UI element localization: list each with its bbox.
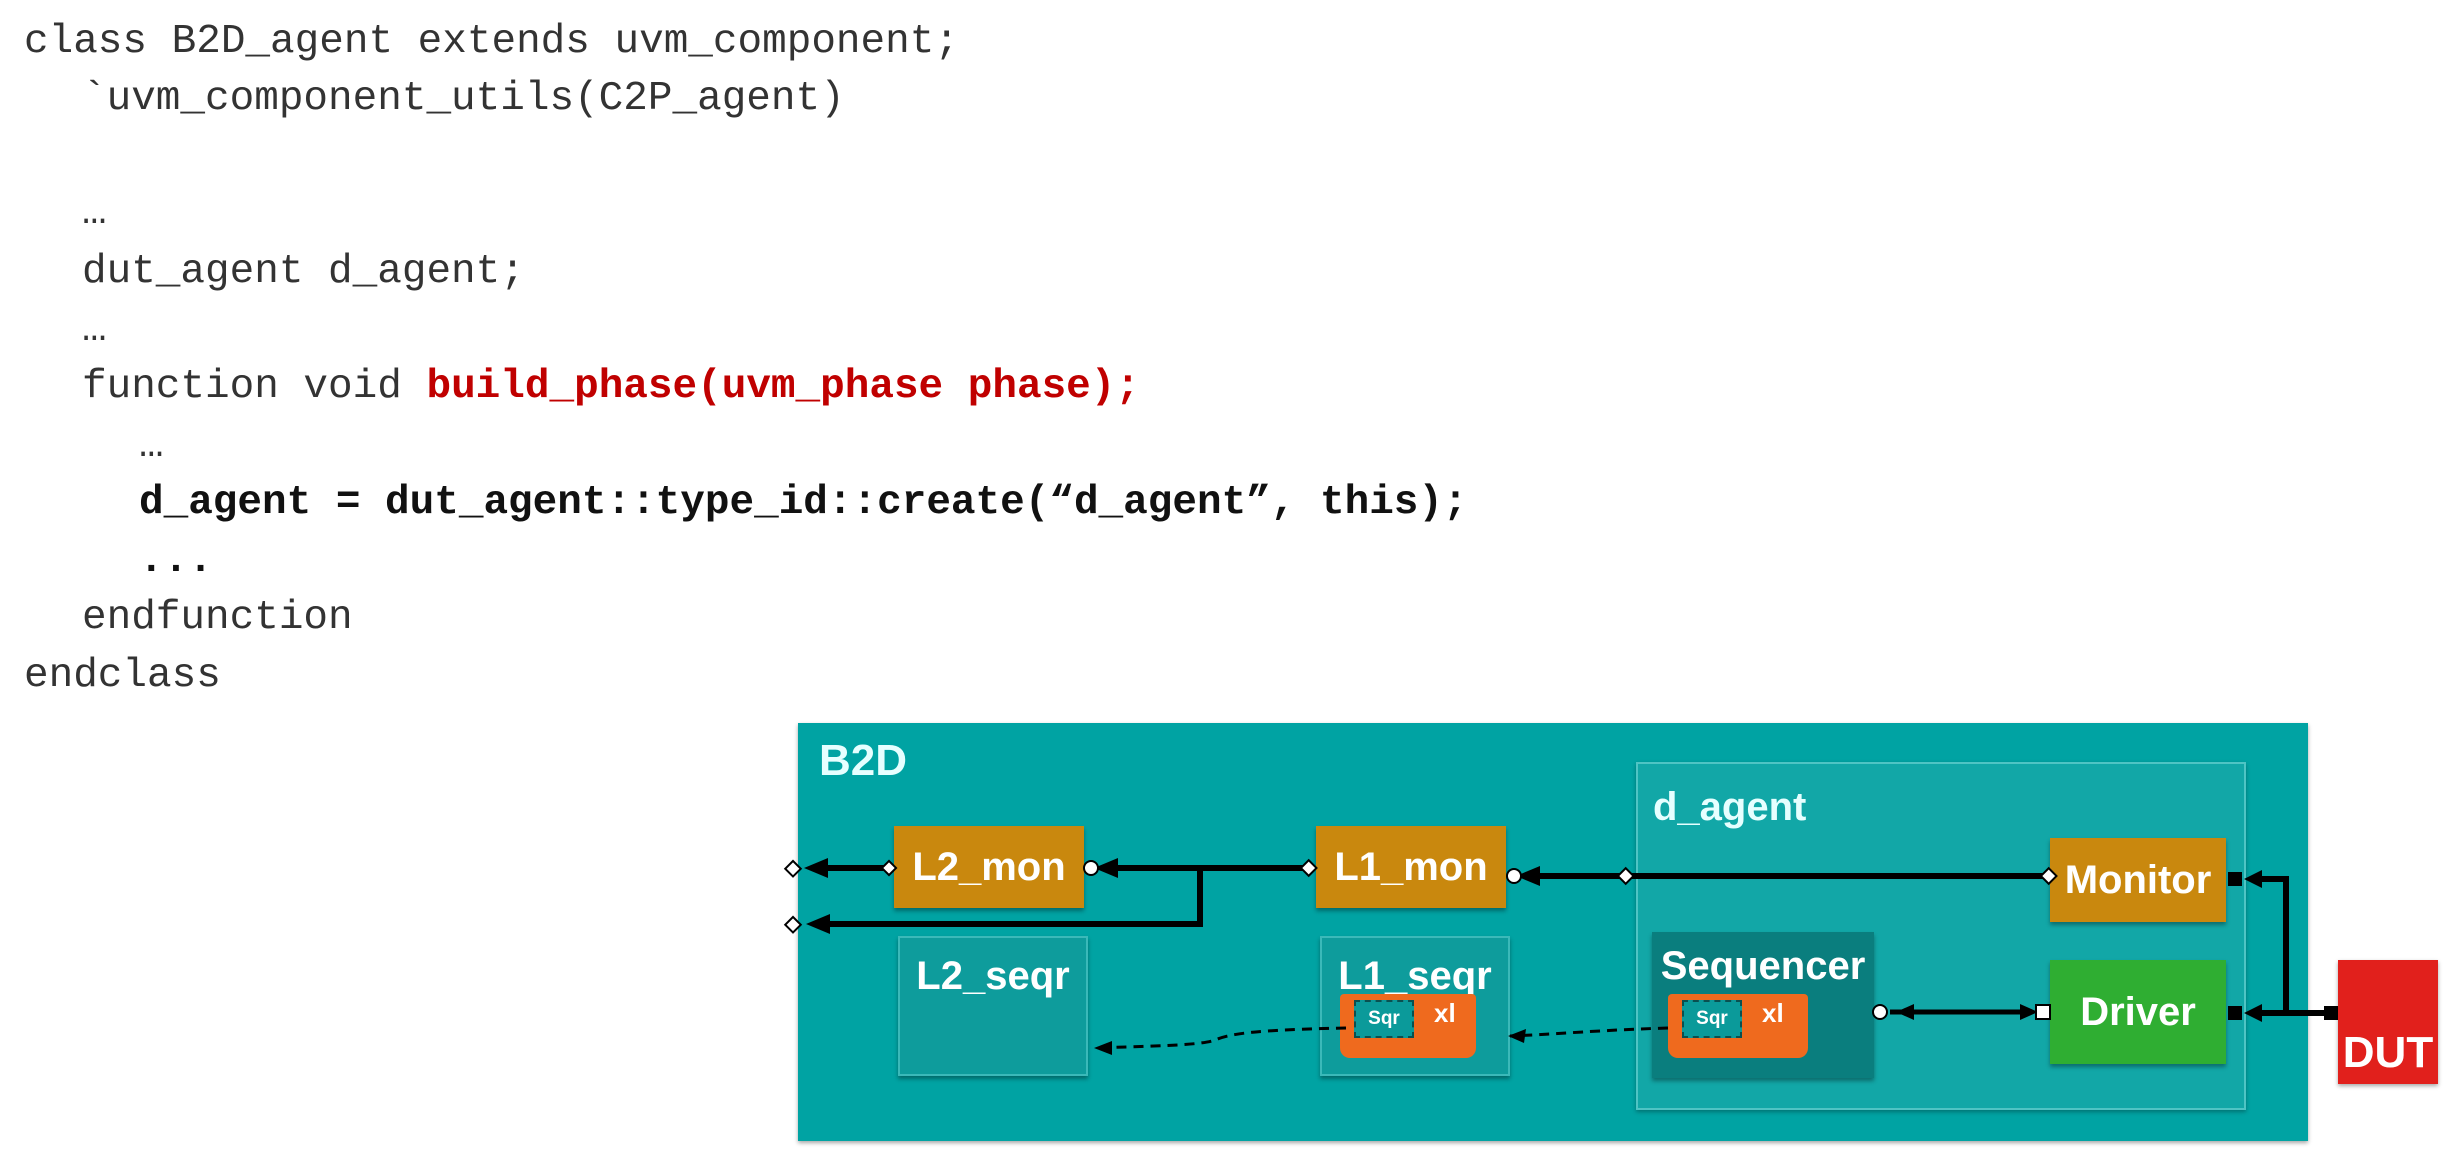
code-line-2: `uvm_component_utils(C2P_agent) [82, 76, 845, 122]
monitor-label: Monitor [2064, 857, 2212, 902]
sequencer-xl-badge: Sqr xl [1668, 994, 1808, 1058]
code-line-6: function void build_phase(uvm_phase phas… [82, 359, 1140, 417]
driver-block: Driver [2050, 960, 2226, 1064]
l1-seqr-label: L1_seqr [1338, 954, 1492, 998]
code-line-8: d_agent = dut_agent::type_id::create(“d_… [139, 480, 1468, 526]
code-line-10: endfunction [82, 595, 353, 641]
dut-wires [2228, 870, 2338, 1022]
sequencer-label: Sequencer [1660, 944, 1866, 988]
l2-seqr-label: L2_seqr [916, 954, 1070, 998]
l2-mon-label: L2_mon [912, 844, 1066, 889]
seq-sqr-box: Sqr [1682, 1000, 1742, 1038]
l2-mon-out-wire [783, 858, 898, 878]
dashed-sequencer-links [1094, 1026, 1669, 1055]
code-line-7: … [139, 423, 164, 469]
driver-label: Driver [2080, 989, 2196, 1034]
dut-block: DUT [2338, 960, 2438, 1084]
code-line-9: ... [139, 538, 213, 584]
monitor-to-l1-wire [1506, 866, 2058, 886]
code-line-6-highlight: build_phase(uvm_phase phase); [426, 364, 1140, 410]
d-agent-label: d_agent [1653, 785, 1807, 829]
l1-sqr-box: Sqr [1354, 1000, 1414, 1038]
code-line-5: … [82, 307, 107, 353]
seq-xl-label: xl [1762, 998, 1784, 1028]
code-line-4: dut_agent d_agent; [82, 249, 525, 295]
l1-seqr-xl-badge: Sqr xl [1340, 994, 1476, 1058]
b2d-label: B2D [819, 736, 908, 785]
l1-mon-block: L1_mon [1316, 826, 1506, 908]
code-line-11: endclass [24, 653, 221, 699]
code-line-1: class B2D_agent extends uvm_component; [24, 19, 959, 65]
code-line-3: … [82, 190, 107, 236]
sequencer-driver-wire [1872, 1004, 2051, 1020]
l2-mon-block: L2_mon [894, 826, 1084, 908]
l2-seqr-block: L2_seqr [898, 936, 1088, 1076]
dut-label: DUT [2342, 1028, 2434, 1077]
l1-mon-label: L1_mon [1334, 844, 1488, 889]
l1-to-l2-wire [783, 858, 1318, 934]
code-line-6-prefix: function void [82, 364, 427, 410]
l1-xl-label: xl [1434, 998, 1456, 1028]
monitor-block: Monitor [2050, 838, 2226, 922]
